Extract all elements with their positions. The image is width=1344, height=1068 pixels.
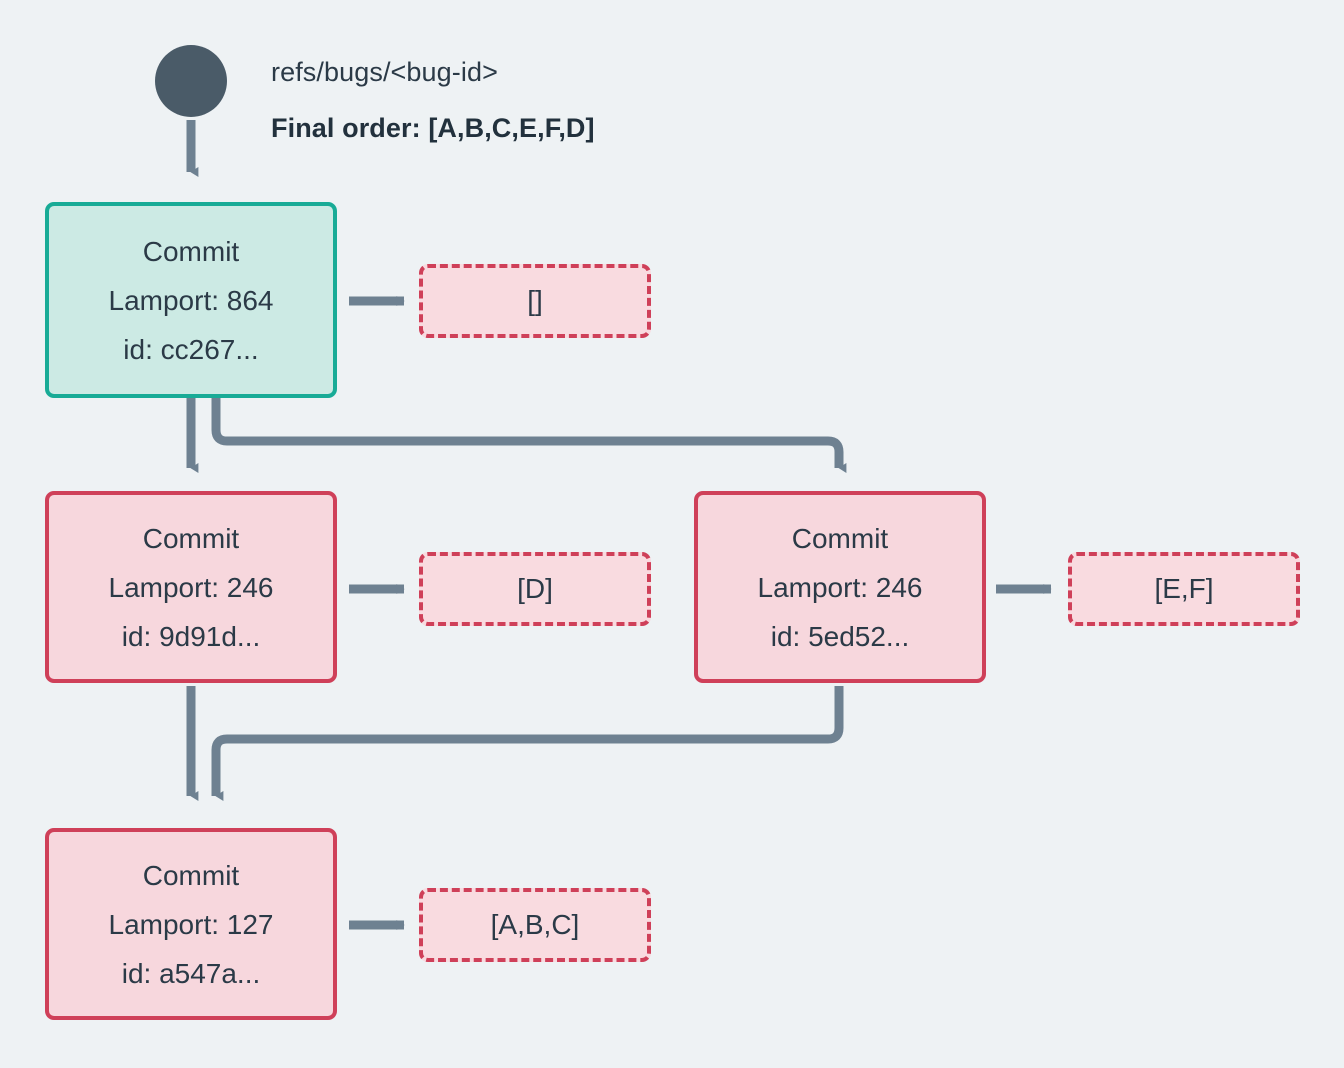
edge-cc267-to-5ed52: [211, 396, 847, 473]
ops-box-a547a[interactable]: [A,B,C]: [419, 888, 651, 962]
ops-label: [D]: [517, 573, 553, 604]
commit-lamport: Lamport: 127: [108, 908, 274, 940]
ops-box-cc267[interactable]: []: [419, 264, 651, 338]
commit-id: id: a547a...: [121, 957, 261, 989]
commit-title: Commit: [142, 235, 240, 267]
commit-title: Commit: [142, 522, 240, 554]
commit-id: id: 9d91d...: [121, 620, 261, 652]
final-order-label: Final order: [A,B,C,E,F,D]: [271, 113, 595, 143]
commit-node-a547a[interactable]: Commit Lamport: 127 id: a547a...: [45, 828, 337, 1020]
commit-lamport: Lamport: 246: [108, 571, 274, 603]
commit-lamport: Lamport: 864: [108, 284, 274, 316]
ref-label: refs/bugs/<bug-id>: [271, 57, 498, 87]
ops-box-5ed52[interactable]: [E,F]: [1068, 552, 1300, 626]
commit-id: id: cc267...: [123, 333, 259, 365]
ops-label: []: [527, 285, 543, 316]
commit-id: id: 5ed52...: [770, 620, 910, 652]
ops-box-9d91d[interactable]: [D]: [419, 552, 651, 626]
commit-title: Commit: [791, 522, 889, 554]
commit-node-cc267[interactable]: Commit Lamport: 864 id: cc267...: [45, 202, 337, 398]
edge-5ed52-to-a547a: [211, 686, 844, 801]
commit-node-9d91d[interactable]: Commit Lamport: 246 id: 9d91d...: [45, 491, 337, 683]
ops-label: [A,B,C]: [490, 909, 580, 940]
ops-label: [E,F]: [1154, 573, 1214, 604]
commit-lamport: Lamport: 246: [757, 571, 923, 603]
commit-node-5ed52[interactable]: Commit Lamport: 246 id: 5ed52...: [694, 491, 986, 683]
commit-title: Commit: [142, 859, 240, 891]
root-ref-circle[interactable]: [155, 45, 227, 117]
